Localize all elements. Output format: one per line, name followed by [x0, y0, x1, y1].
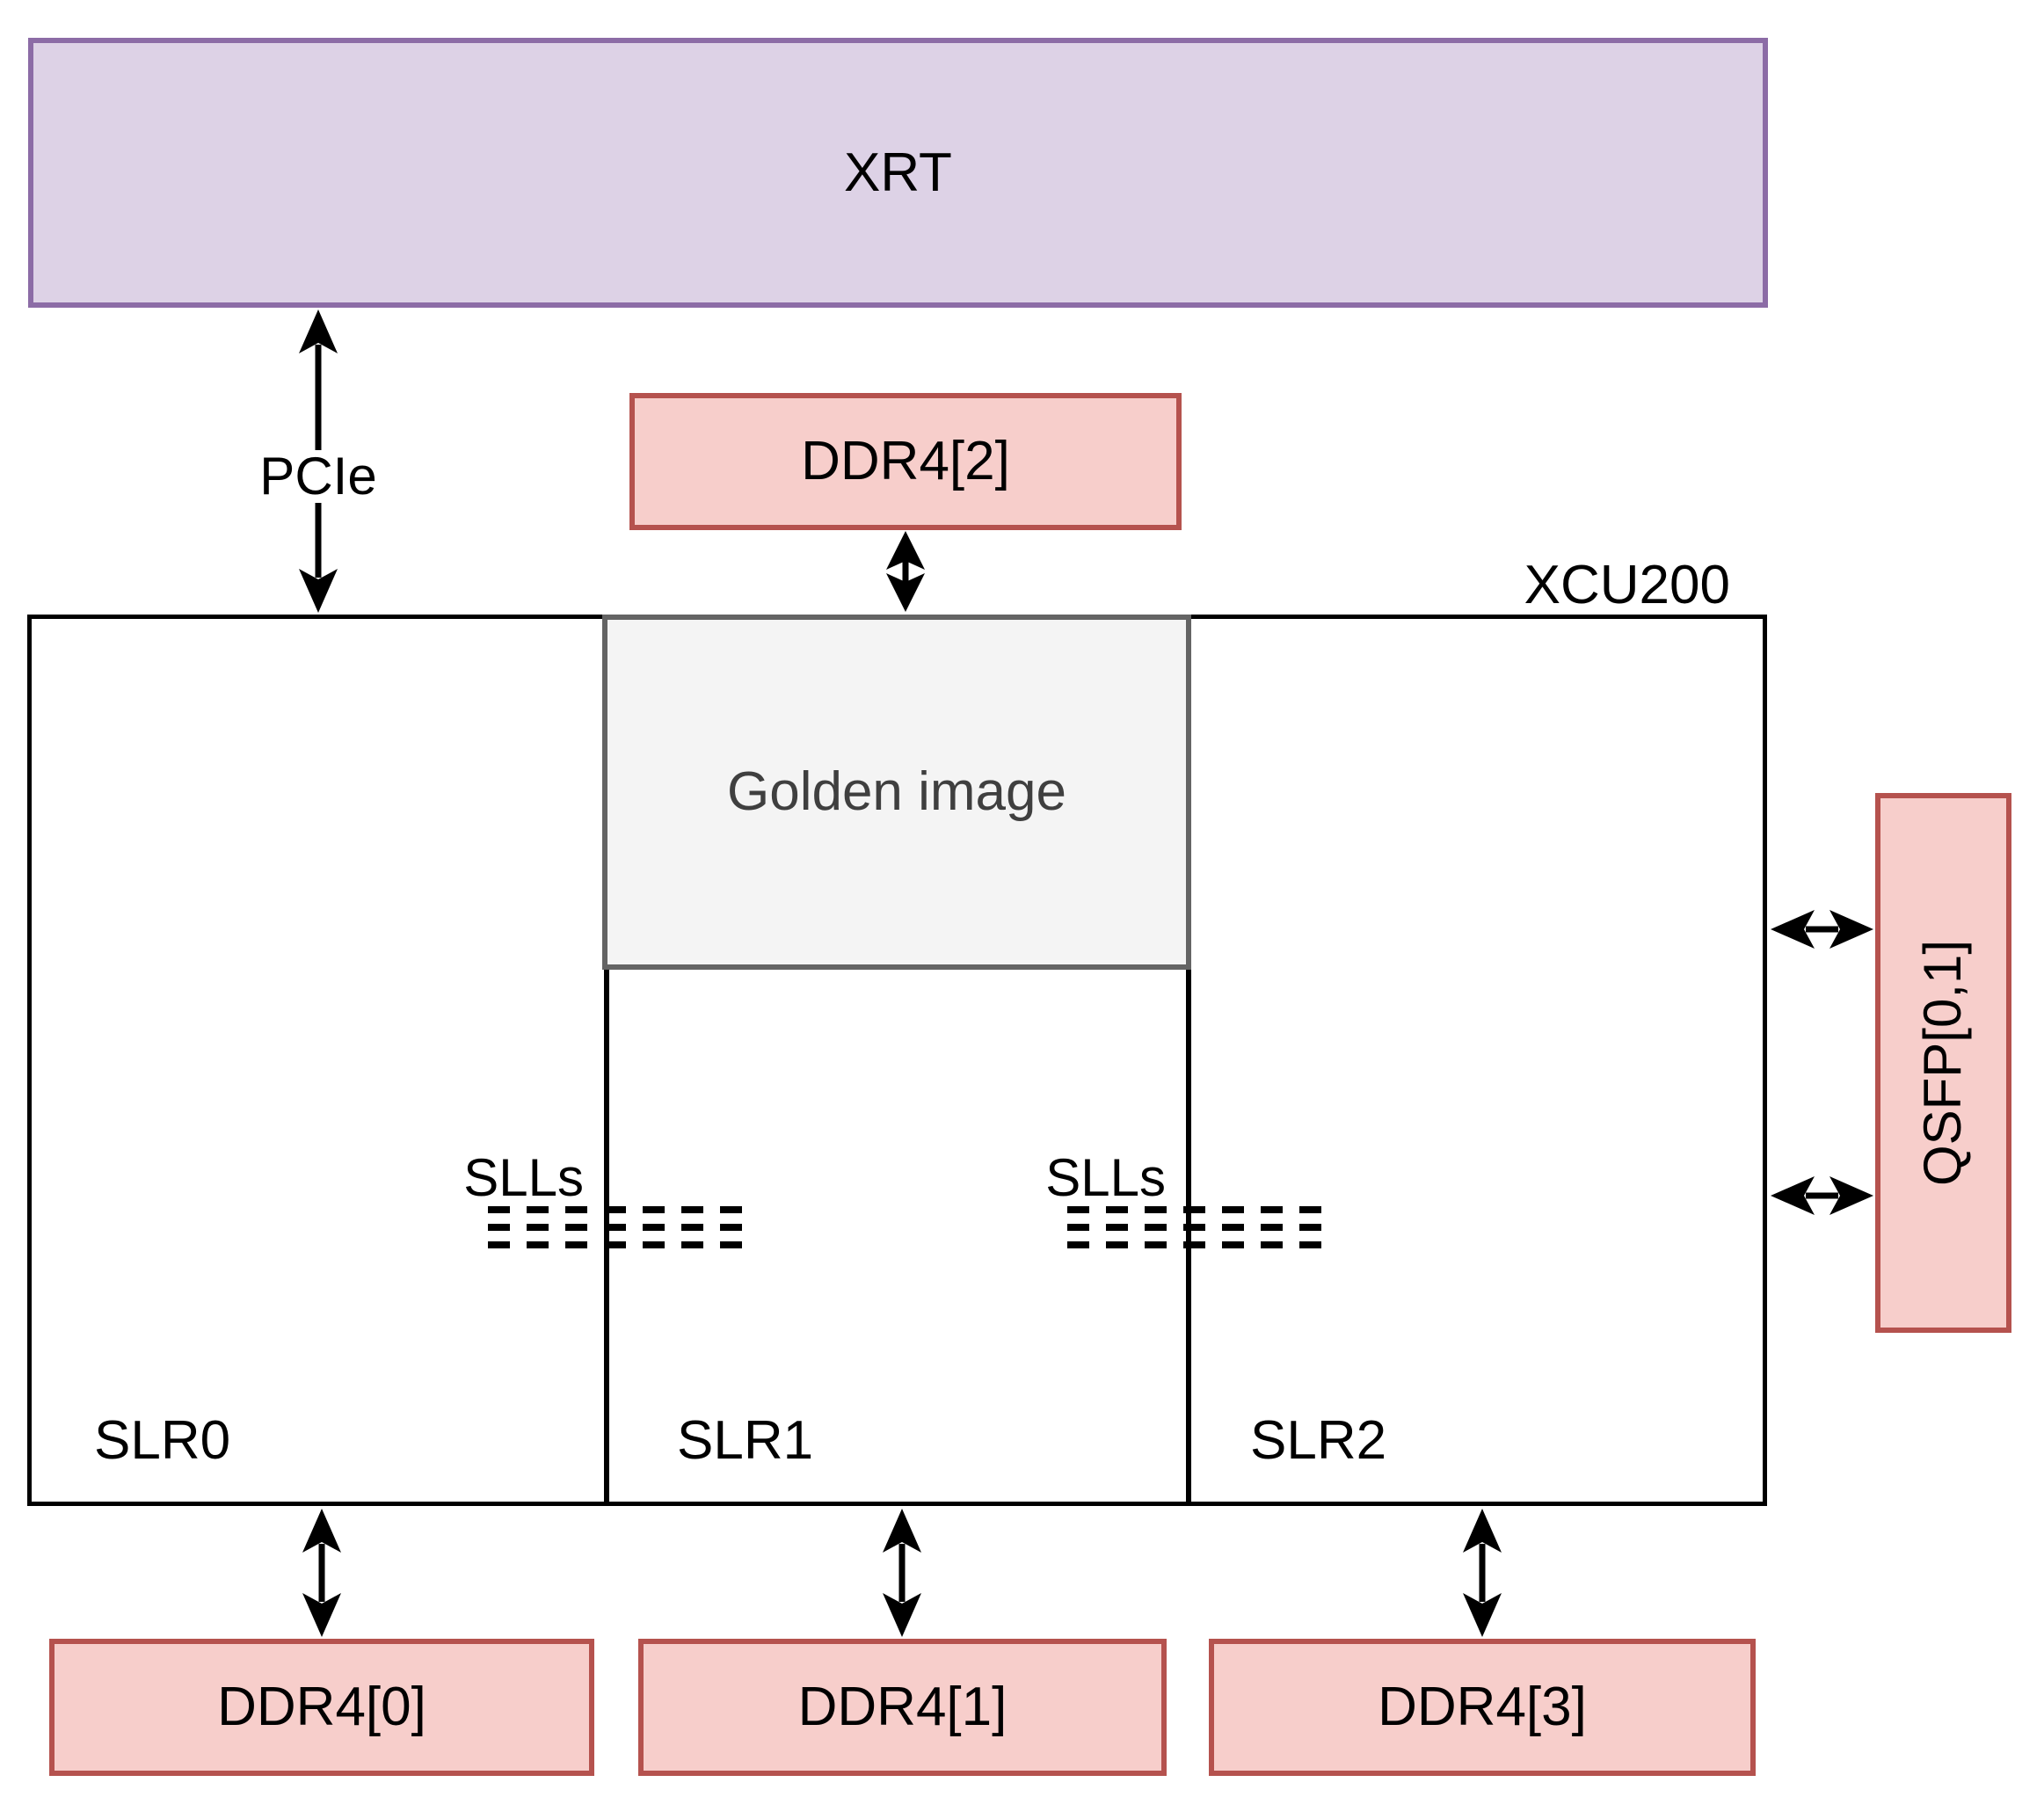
ddr4-1-box: DDR4[1]	[638, 1639, 1167, 1776]
ddr4-1-arrow	[883, 1509, 921, 1637]
slr0-label: SLR0	[94, 1410, 231, 1471]
ddr4-3-arrow	[1463, 1509, 1502, 1637]
ddr4-2-box: DDR4[2]	[629, 393, 1182, 530]
golden-image-label: Golden image	[726, 761, 1067, 823]
ddr4-3-label: DDR4[3]	[1378, 1677, 1587, 1738]
ddr4-2-arrow	[886, 531, 925, 612]
ddr4-0-box: DDR4[0]	[49, 1639, 594, 1776]
slr-divider-0-1	[604, 615, 609, 1506]
qsfp-box: QSFP[0,1]	[1875, 793, 2011, 1333]
ddr4-3-box: DDR4[3]	[1209, 1639, 1756, 1776]
xrt-label: XRT	[844, 142, 952, 203]
pcie-label: PCIe	[252, 450, 384, 503]
slls-label-right: SLLs	[1045, 1148, 1166, 1207]
slls-label-left: SLLs	[463, 1148, 584, 1207]
ddr4-1-label: DDR4[1]	[797, 1677, 1007, 1738]
xrt-box: XRT	[28, 38, 1768, 308]
qsfp-arrow-top	[1771, 910, 1873, 949]
qsfp-label: QSFP[0,1]	[1913, 939, 1973, 1187]
slr2-label: SLR2	[1250, 1410, 1387, 1471]
ddr4-0-label: DDR4[0]	[217, 1677, 426, 1738]
ddr4-0-arrow	[302, 1509, 341, 1637]
ddr4-2-label: DDR4[2]	[801, 431, 1010, 492]
slr1-label: SLR1	[677, 1410, 814, 1471]
slr-divider-1-2	[1186, 615, 1191, 1506]
xcu200-label: XCU200	[1524, 555, 1730, 615]
golden-image-box: Golden image	[602, 615, 1191, 970]
qsfp-arrow-bottom	[1771, 1176, 1873, 1215]
